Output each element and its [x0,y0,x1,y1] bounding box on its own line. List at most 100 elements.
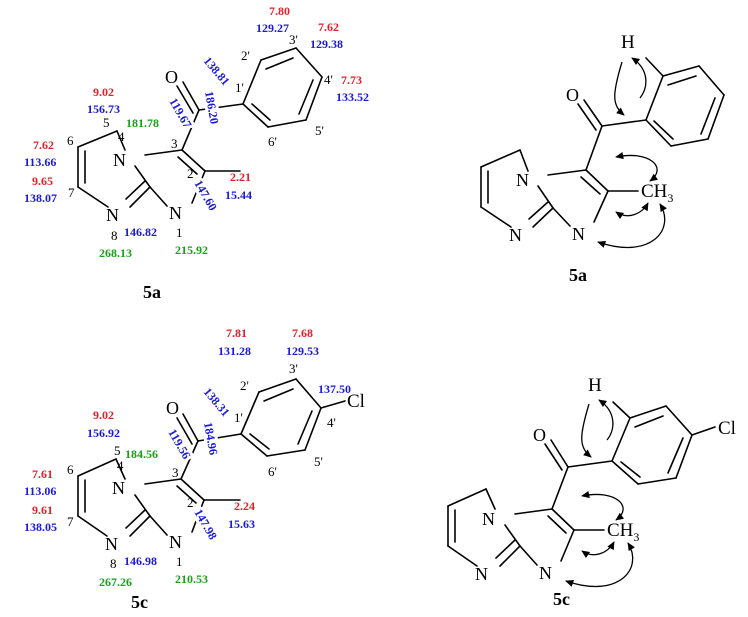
c3p-shift: 129.38 [310,37,343,51]
h3p-shift: 7.62 [318,20,339,34]
noe-arrow-methyl-to-c2 [615,202,649,220]
carbonyl-shift: 184.96 [201,421,221,456]
pos-3p: 3' [289,361,298,376]
atom-hydrogen: H [621,32,635,53]
c3-shift: 119.56 [165,427,193,462]
methyl-group: CH3 [607,520,639,544]
methyl-c-shift: 15.63 [228,517,255,531]
pos-2p: 2' [241,48,250,63]
noe-arrow-h-to-ring [631,57,647,99]
h5-shift: 9.02 [93,408,114,422]
compound-label-5a: 5a [143,282,161,302]
atom-n4: N [516,170,529,190]
noe-arrow-methyl-to-c3 [581,490,625,521]
n4-shift: 181.78 [126,116,159,130]
c2p-shift: 129.27 [256,21,289,35]
atom-n1: N [572,224,585,244]
atom-hydrogen: H [588,375,602,396]
atom-oxygen: O [165,67,178,87]
atom-oxygen: O [533,425,546,445]
atom-n4: N [112,478,125,498]
c2p-shift: 131.28 [218,344,251,358]
c4p-shift: 137.50 [318,382,351,396]
atom-n1: N [539,563,552,583]
c7-shift: 138.05 [24,520,57,534]
atom-n4: N [482,509,495,529]
c5-shift: 156.73 [87,102,120,116]
c5-shift: 156.92 [87,426,120,440]
pos-1: 1 [176,225,183,240]
pos-4: 4 [118,129,125,144]
noe-arrow-methyl-to-c3 [615,151,659,182]
n8-shift: 267.26 [99,575,132,589]
pos-2: 2 [187,495,194,510]
c6-shift: 113.66 [24,155,56,169]
h7-shift: 9.65 [32,174,53,188]
c1p-shift: 138.81 [201,54,233,88]
c3-shift: 119.67 [166,96,194,131]
noe-arrow-methyl-to-n1 [597,203,667,248]
structure-5c: N N N O Cl 1 2 3 4 5 6 7 8 1' 2' 3' 4' 5… [24,326,365,612]
pos-3: 3 [172,465,179,480]
pos-8: 8 [110,556,117,571]
noe-structure-5a: N N N O H CH3 5a [480,32,725,285]
atom-chlorine: Cl [347,391,365,412]
pos-4p: 4' [327,415,336,430]
pos-1: 1 [176,554,183,569]
c8a-shift: 146.98 [124,554,157,568]
h5-shift: 9.02 [93,85,114,99]
pos-3: 3 [171,136,178,151]
c8a-shift: 146.82 [124,225,157,239]
atom-n1: N [169,532,182,552]
pos-5p: 5' [315,123,324,138]
pos-6: 6 [67,133,74,148]
h2p-shift: 7.81 [226,326,247,340]
h6-shift: 7.62 [33,138,54,152]
c4p-shift: 133.52 [336,90,369,104]
structure-5a: N N N O 1 2 3 4 5 6 7 8 1' 2' 3' 4' 5' 6… [24,4,369,302]
methyl-h-shift: 2.24 [234,499,255,513]
pos-4p: 4' [324,72,333,87]
pos-3p: 3' [289,32,298,47]
h4p-shift: 7.73 [341,73,362,87]
pos-2: 2 [187,166,194,181]
pos-1p: 1' [234,410,243,425]
pos-7: 7 [67,514,74,529]
methyl-group: CH3 [641,181,673,205]
noe-arrow-methyl-to-n1 [565,542,635,587]
n8-shift: 268.13 [99,246,132,260]
atom-oxygen: O [166,398,179,418]
noe-arrow-h-to-carbonyl [581,403,592,458]
pos-2p: 2' [240,378,249,393]
carbonyl-shift: 186.20 [202,90,222,125]
h7-shift: 9.61 [32,503,53,517]
n1-shift: 215.92 [175,243,208,257]
noe-label-5a: 5a [569,265,587,285]
atom-n4: N [113,150,126,170]
c3p-shift: 129.53 [286,344,319,358]
h2p-shift: 7.80 [269,4,290,18]
c1p-shift: 138.31 [201,385,233,419]
atom-n8: N [106,205,119,225]
methyl-h-shift: 2.21 [230,170,251,184]
atom-n8: N [509,225,522,245]
pos-7: 7 [68,185,75,200]
noe-label-5c: 5c [553,589,570,609]
pos-5: 5 [114,443,121,458]
h3p-shift: 7.68 [292,326,313,340]
noe-arrow-methyl-to-c2 [581,541,615,559]
n1-shift: 210.53 [175,572,208,586]
atom-n8: N [475,564,488,584]
n4-shift: 184.56 [125,447,158,461]
pos-5: 5 [103,115,110,130]
c6-shift: 113.06 [24,484,56,498]
noe-arrow-h-to-carbonyl [614,61,625,116]
atom-n8: N [105,534,118,554]
pos-6p: 6' [268,464,277,479]
pos-6p: 6' [268,134,277,149]
pos-5p: 5' [314,454,323,469]
methyl-c-shift: 15.44 [225,188,252,202]
h6-shift: 7.61 [32,467,53,481]
atom-chlorine: Cl [718,418,736,439]
